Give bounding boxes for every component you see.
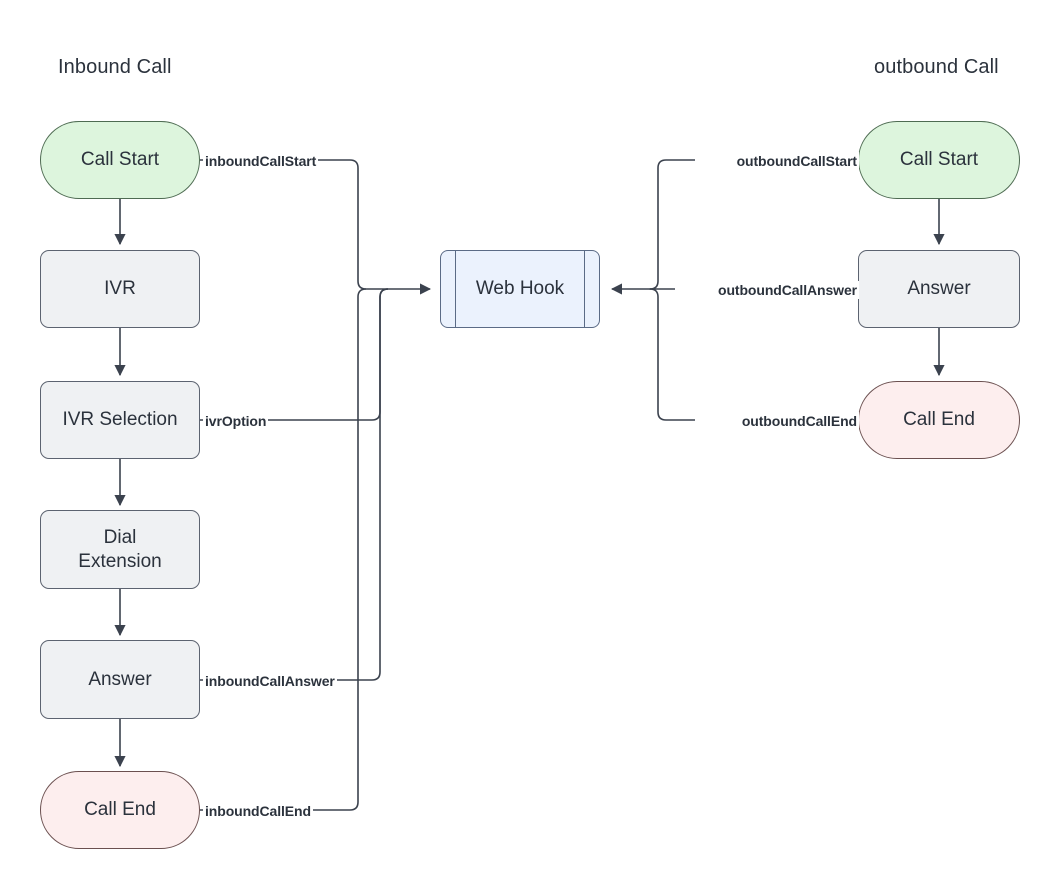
node-outbound-call-start[interactable]: Call Start	[858, 121, 1020, 199]
node-label: Dial Extension	[78, 526, 162, 572]
edge-label-inbound-call-end: inboundCallEnd	[203, 802, 313, 820]
node-label: Web Hook	[475, 278, 565, 299]
edge-inbound-call-start-to-hook	[200, 159, 432, 295]
node-inbound-call-start[interactable]: Call Start	[40, 121, 200, 199]
edge-inbound-call-answer-to-hook	[200, 288, 389, 681]
edge-label-inbound-call-answer: inboundCallAnswer	[203, 672, 337, 690]
node-label: Call Start	[899, 149, 979, 170]
node-label: IVR Selection	[62, 409, 178, 430]
node-label: Call Start	[80, 149, 160, 170]
edge-label-inbound-call-start: inboundCallStart	[203, 152, 319, 170]
node-inbound-answer[interactable]: Answer	[40, 640, 200, 719]
node-outbound-call-end[interactable]: Call End	[858, 381, 1020, 459]
node-inbound-call-end[interactable]: Call End	[40, 771, 200, 849]
node-label: Answer	[88, 668, 152, 690]
node-web-hook[interactable]: Web Hook	[440, 250, 600, 328]
node-inbound-ivr-selection[interactable]: IVR Selection	[40, 381, 200, 459]
edge-label-outbound-call-end: outboundCallEnd	[695, 412, 859, 430]
edge-label-ivr-option: ivrOption	[203, 412, 269, 430]
edge-label-outbound-call-answer: outboundCallAnswer	[675, 281, 859, 299]
outbound-column-title: outbound Call	[874, 56, 999, 78]
node-inbound-dial-extension[interactable]: Dial Extension	[40, 510, 200, 589]
edge-inbound-call-end-to-hook	[200, 288, 367, 811]
edge-label-outbound-call-start: outboundCallStart	[695, 152, 859, 170]
edge-outbound-call-end-to-hook	[649, 288, 858, 421]
node-inbound-ivr[interactable]: IVR	[40, 250, 200, 328]
node-label: Answer	[907, 278, 971, 299]
node-outbound-answer[interactable]: Answer	[858, 250, 1020, 328]
subroutine-right-bar	[584, 251, 585, 327]
node-label: Call End	[84, 799, 156, 820]
inbound-column-title: Inbound Call	[58, 56, 172, 78]
node-label: IVR	[104, 278, 136, 299]
edge-ivr-option-to-hook	[200, 288, 389, 421]
edge-outbound-call-start-to-hook	[610, 159, 858, 295]
node-label: Call End	[903, 409, 975, 430]
subroutine-left-bar	[455, 251, 456, 327]
